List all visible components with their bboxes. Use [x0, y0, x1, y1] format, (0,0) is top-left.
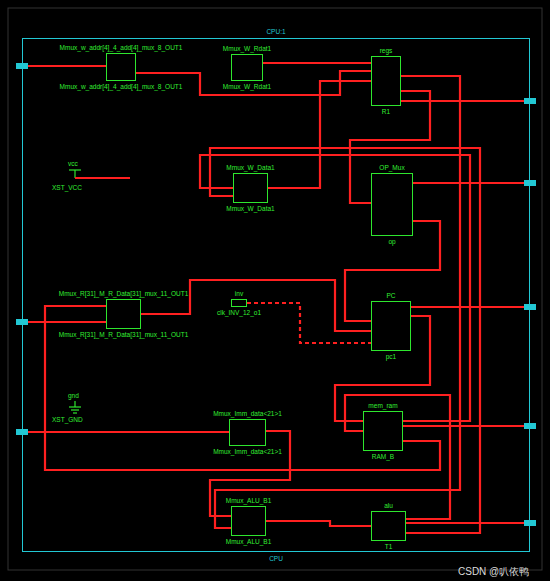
net-wire — [268, 81, 371, 188]
net-wire — [411, 306, 530, 308]
gnd-symbol — [69, 401, 81, 413]
instance-name: T1 — [385, 543, 393, 550]
instance-name: RAM_B — [372, 453, 394, 460]
instance-name: R1 — [382, 108, 390, 115]
register-file: regsR1 — [371, 56, 401, 106]
instance-name: clk_INV_12_o1 — [217, 309, 261, 316]
cell-type: alu — [384, 502, 393, 509]
net-wire — [200, 155, 470, 421]
instance-name: Mmux_R[31]_M_R_Data[31]_mux_11_OUT1 — [59, 331, 189, 338]
instance-name: Mmux_ALU_B1 — [226, 538, 272, 545]
cell-type: PC — [386, 292, 395, 299]
mux-cell: Mmux_ALU_B1Mmux_ALU_B1 — [231, 506, 266, 536]
net-label: vcc — [68, 160, 78, 167]
net-wire — [215, 76, 460, 528]
sheet-frame — [8, 8, 542, 570]
instance-name: CPU — [269, 555, 283, 562]
cpu-module: CPU:1CPUMmux_w_addr[4]_4_add[4]_mux_8_OU… — [22, 38, 530, 552]
watermark: CSDN @叭依鸭 — [458, 566, 529, 578]
cell-type: CPU:1 — [266, 28, 285, 35]
instance-name: pc1 — [386, 353, 396, 360]
ram-cell: mem_ramRAM_B — [363, 411, 403, 451]
mux-cell: Mmux_w_addr[4]_4_add[4]_mux_8_OUT1Mmux_w… — [106, 53, 136, 81]
net-wire — [22, 321, 106, 323]
net-wire — [210, 148, 480, 533]
net-wire — [403, 425, 530, 427]
mux-cell: Mmux_R[31]_M_R_Data[31]_mux_11_OUT1Mmux_… — [106, 299, 141, 329]
net-wire — [345, 395, 450, 519]
io-port — [524, 98, 536, 104]
cell-type: regs — [380, 47, 393, 54]
cell-type: Mmux_w_addr[4]_4_add[4]_mux_8_OUT1 — [60, 44, 183, 51]
instance-name: Mmux_Imm_data<21>1 — [213, 448, 282, 455]
alu-cell: aluT1 — [371, 511, 406, 541]
net-wire — [266, 521, 371, 526]
mux-cell: Mmux_W_Data1Mmux_W_Data1 — [233, 173, 268, 203]
mux-cell: Mmux_W_Rdat1Mmux_W_Rdat1 — [231, 54, 263, 81]
net-label: gnd — [68, 392, 79, 399]
inverter-cell: invclk_INV_12_o1 — [231, 299, 247, 307]
cell-type: Mmux_Imm_data<21>1 — [213, 410, 282, 417]
net-wire — [22, 431, 229, 433]
instance-name: Mmux_W_Data1 — [226, 205, 274, 212]
net-wire — [413, 182, 530, 184]
net-wire — [22, 65, 106, 67]
io-port — [524, 520, 536, 526]
instance-name: XST_GND — [52, 416, 83, 423]
vcc-wire — [75, 177, 130, 179]
pc-register: PCpc1 — [371, 301, 411, 351]
io-port — [524, 423, 536, 429]
instance-name: XST_VCC — [52, 184, 82, 191]
net-wire — [247, 303, 371, 343]
cell-type: Mmux_W_Data1 — [226, 164, 274, 171]
mux-cell: Mmux_Imm_data<21>1Mmux_Imm_data<21>1 — [229, 419, 266, 446]
vcc-symbol — [69, 170, 81, 178]
instance-name: op — [388, 238, 395, 245]
cell-type: Mmux_R[31]_M_R_Data[31]_mux_11_OUT1 — [59, 290, 189, 297]
cell-type: mem_ram — [368, 402, 397, 409]
cell-type: OP_Mux — [379, 164, 404, 171]
cell-type: inv — [235, 290, 243, 297]
cell-type: Mmux_ALU_B1 — [226, 497, 272, 504]
instance-name: Mmux_W_Rdat1 — [223, 83, 271, 90]
io-port — [524, 304, 536, 310]
net-wire — [141, 280, 371, 331]
instance-name: Mmux_w_addr[4]_4_add[4]_mux_8_OUT1 — [60, 83, 183, 90]
io-port — [524, 180, 536, 186]
net-wire — [406, 522, 530, 524]
mux-cell: OP_Muxop — [371, 173, 413, 236]
net-wire — [263, 62, 371, 64]
cell-type: Mmux_W_Rdat1 — [223, 45, 271, 52]
net-wire — [401, 100, 530, 102]
